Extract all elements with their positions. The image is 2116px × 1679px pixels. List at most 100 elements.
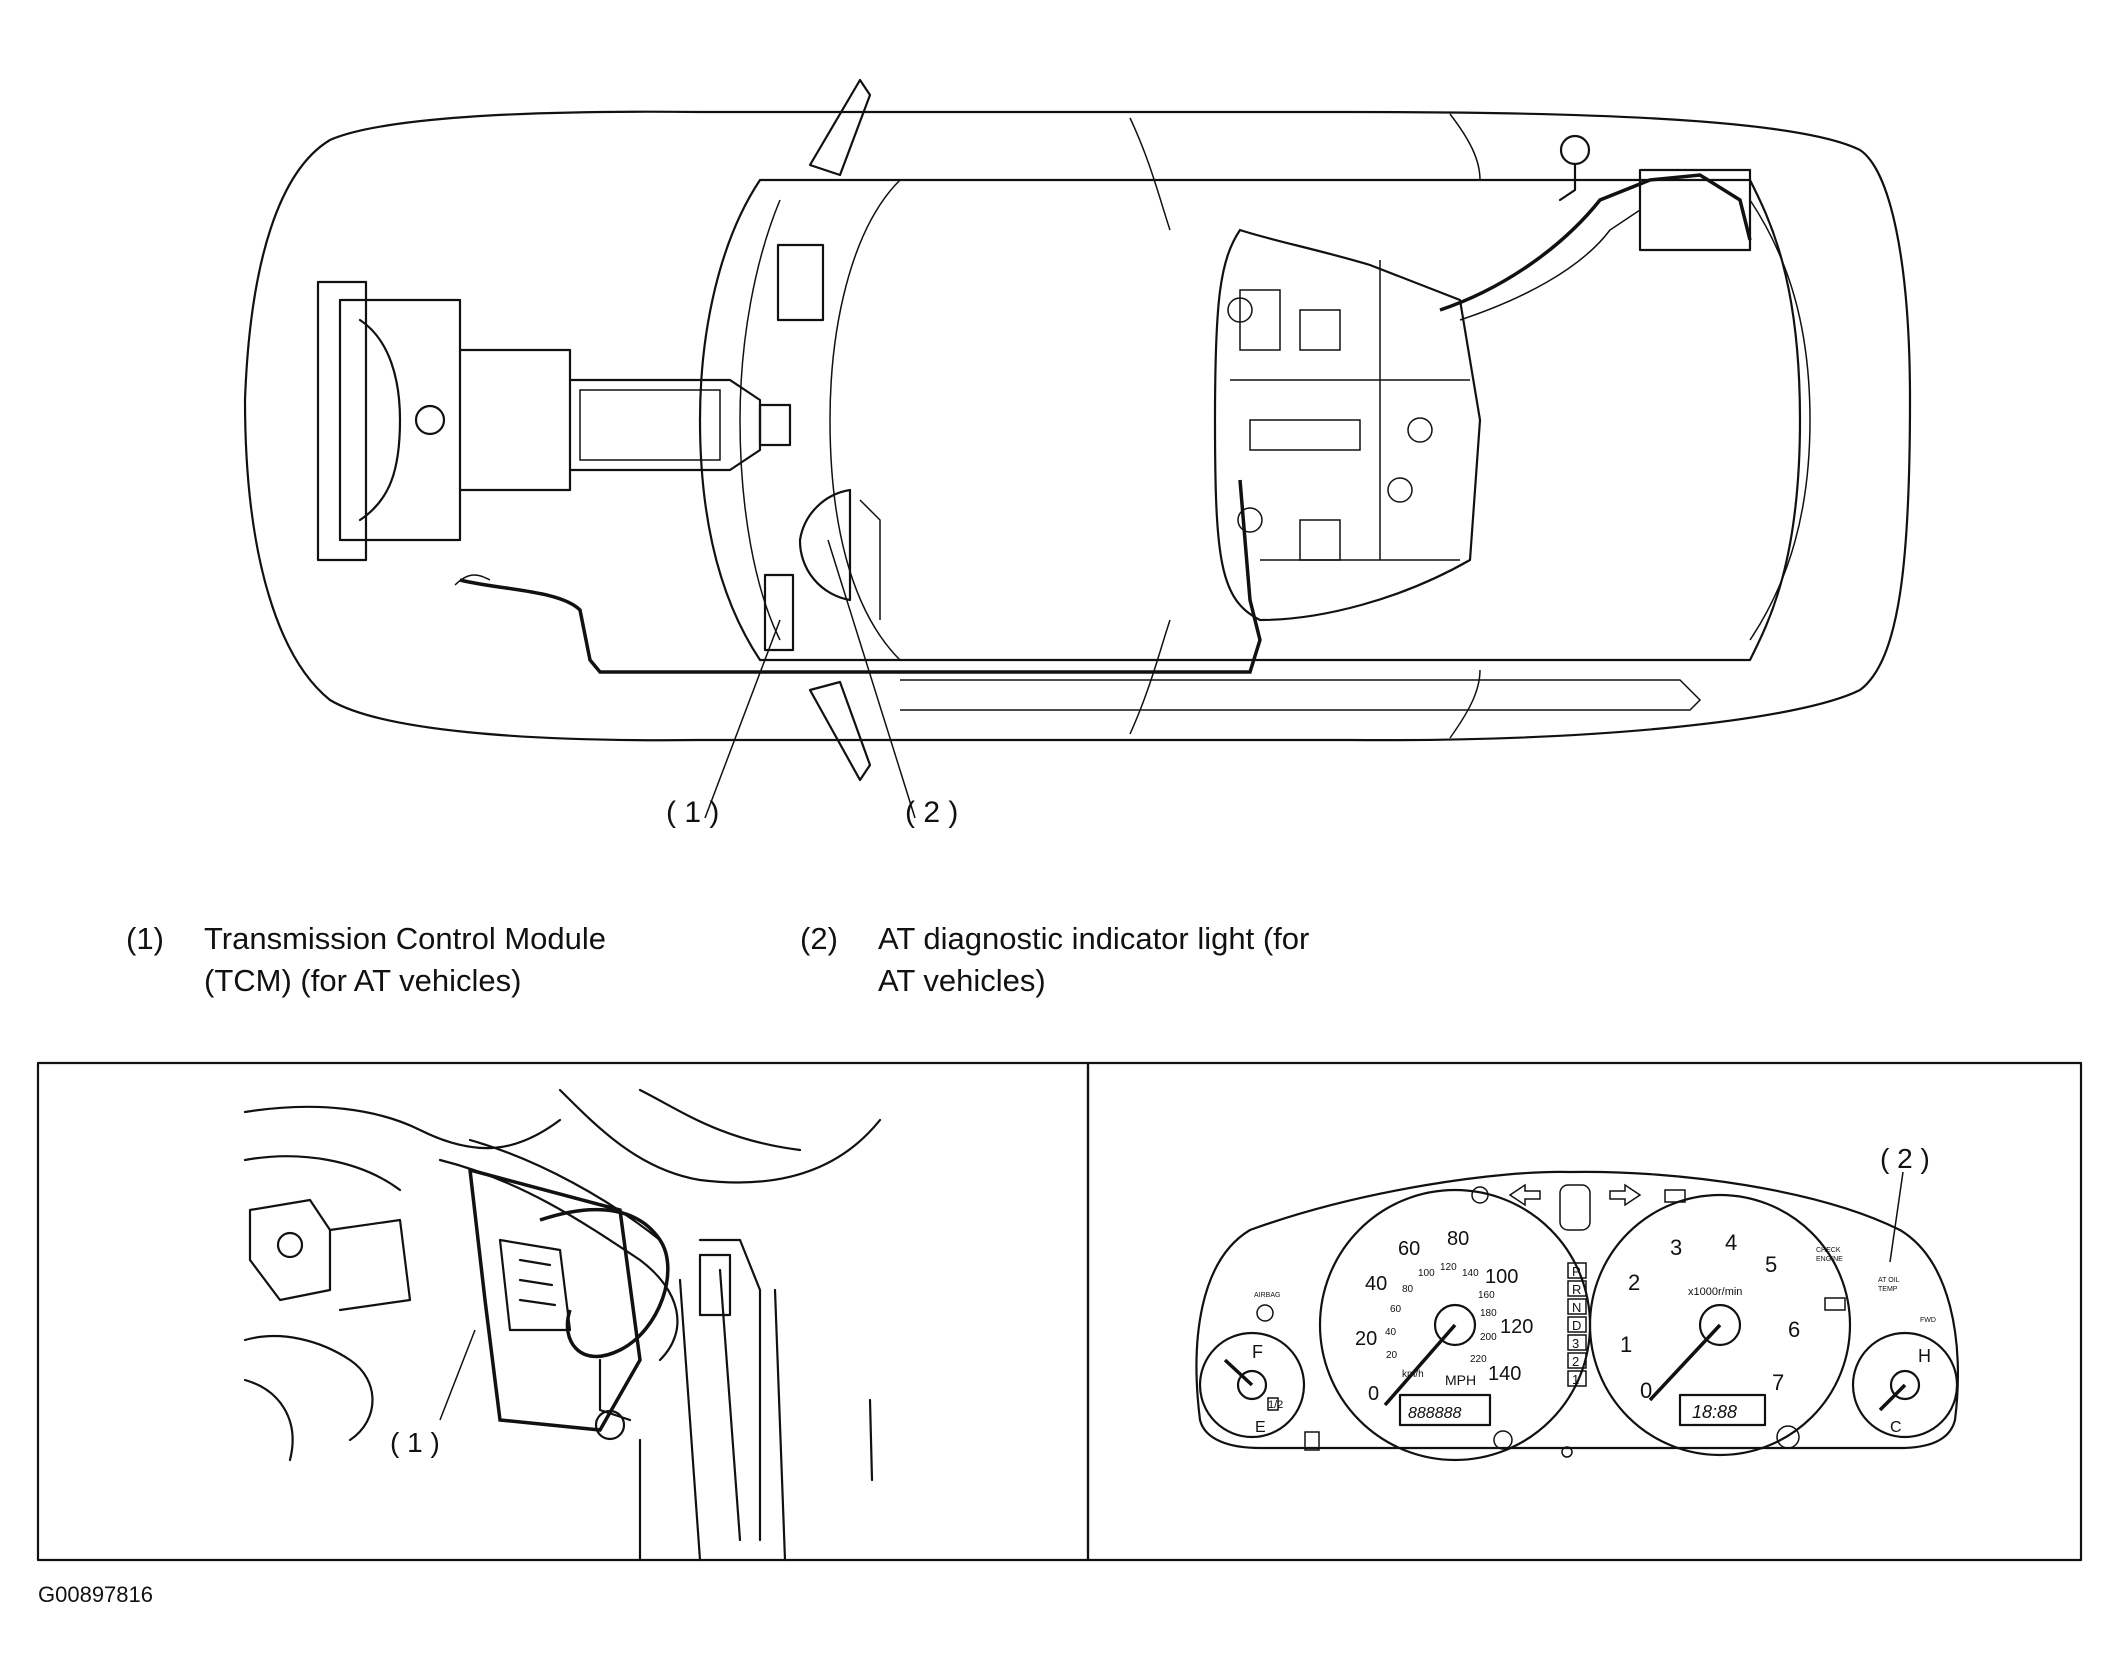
turn-right-arrow-icon	[1609, 1183, 1642, 1207]
left-mirror	[808, 78, 872, 177]
speed-mph-140: 140	[1488, 1363, 1521, 1385]
odometer-window	[1398, 1393, 1492, 1427]
at-oil-temp-label-line2: TEMP	[1878, 1286, 1898, 1293]
fwd-label: FWD	[1920, 1317, 1936, 1324]
engine-assembly	[1213, 228, 1482, 622]
speed-kmh-100: 100	[1418, 1268, 1435, 1279]
check-engine-label-line2: ENGINE	[1816, 1256, 1843, 1263]
at-oil-temp-label-line1: AT OIL	[1878, 1277, 1900, 1284]
speedometer-needle	[1383, 1323, 1457, 1407]
speed-kmh-80: 80	[1402, 1284, 1414, 1295]
speed-mph-20: 20	[1355, 1328, 1377, 1350]
speed-mph-100: 100	[1485, 1266, 1518, 1288]
rpm-6: 6	[1788, 1317, 1800, 1342]
speed-mph-60: 60	[1398, 1238, 1420, 1260]
rpm-2: 2	[1628, 1270, 1640, 1295]
tachometer-dial	[1588, 1193, 1852, 1457]
callout-2-detail-label: ( 2 )	[1880, 1143, 1930, 1174]
temp-gauge-dial	[1851, 1331, 1959, 1439]
speed-mph-40: 40	[1365, 1273, 1387, 1295]
legend-text-line: (TCM) (for AT vehicles)	[204, 963, 522, 998]
turn-left-arrow-icon	[1508, 1183, 1541, 1207]
speed-kmh-220: 220	[1470, 1354, 1487, 1365]
speed-mph-120: 120	[1500, 1316, 1533, 1338]
rpm-5: 5	[1765, 1252, 1777, 1277]
speed-kmh-140: 140	[1462, 1268, 1479, 1279]
cabin-outline	[698, 178, 1802, 662]
legend-number: (1)	[126, 921, 164, 956]
fuel-full-label: F	[1252, 1342, 1263, 1362]
speed-kmh-120: 120	[1440, 1262, 1457, 1273]
callout-1-leader	[704, 619, 781, 819]
callout-1-label: ( 1 )	[666, 796, 719, 829]
right-mirror	[808, 680, 872, 782]
transmission-assembly	[316, 280, 792, 562]
fuel-gauge-dial	[1198, 1331, 1306, 1439]
legend-text: Transmission Control Module (TCM) (for A…	[204, 918, 606, 1002]
legend-text-line: AT diagnostic indicator light (for	[878, 921, 1310, 956]
speed-kmh-20: 20	[1386, 1350, 1398, 1361]
clock-window	[1678, 1393, 1767, 1427]
kmh-unit-label: km/h	[1402, 1369, 1424, 1380]
clock-reading: 18:88	[1692, 1402, 1737, 1422]
legend-text-line: AT vehicles)	[878, 963, 1046, 998]
instrument-cluster	[1195, 1170, 1960, 1462]
rpm-4: 4	[1725, 1230, 1737, 1255]
speed-kmh-60: 60	[1390, 1304, 1402, 1315]
brake-warning-icon	[1471, 1186, 1489, 1204]
fuel-pump-icon	[1304, 1431, 1320, 1451]
tachometer-needle	[1648, 1323, 1722, 1402]
odometer-reading: 888888	[1408, 1405, 1461, 1422]
indicator-light-location	[798, 488, 852, 602]
speed-kmh-180: 180	[1480, 1308, 1497, 1319]
shift-1: 1	[1572, 1372, 1579, 1387]
fuel-half-label: 1/2	[1268, 1399, 1283, 1411]
car-door-icon	[1559, 1184, 1591, 1231]
shift-2: 2	[1572, 1354, 1579, 1369]
shift-3: 3	[1572, 1336, 1579, 1351]
vehicle-overview-drawing: ( 1 ) ( 2 )	[243, 78, 1912, 829]
legend-number: (2)	[800, 921, 838, 956]
airbag-warning-icon	[1256, 1304, 1274, 1322]
legend-text-line: Transmission Control Module	[204, 921, 607, 956]
airbag-label: AIRBAG	[1254, 1292, 1280, 1299]
shift-p: P	[1572, 1264, 1581, 1279]
battery-icon	[1824, 1297, 1846, 1311]
rpm-1: 1	[1620, 1332, 1632, 1357]
rpm-7: 7	[1772, 1370, 1784, 1395]
wiring-harness	[459, 479, 1262, 674]
speed-mph-0: 0	[1368, 1383, 1379, 1405]
legend-text: AT diagnostic indicator light (for AT ve…	[878, 918, 1309, 1002]
callout-2-label: ( 2 )	[905, 796, 958, 829]
figure-id: G00897816	[38, 1582, 153, 1607]
cluster-detail-frame	[1086, 1061, 2083, 1562]
tcm-module	[467, 1167, 642, 1432]
tcm-detail-frame	[36, 1061, 1090, 1562]
temp-cold-label: C	[1890, 1419, 1902, 1436]
rpm-3: 3	[1670, 1235, 1682, 1260]
check-engine-label-line1: CHECK	[1816, 1247, 1841, 1254]
cluster-housing	[1195, 1170, 1960, 1450]
speed-kmh-40: 40	[1385, 1327, 1397, 1338]
shift-n: N	[1572, 1300, 1581, 1315]
shift-r: R	[1572, 1282, 1581, 1297]
callout-2-leader	[827, 539, 916, 819]
headlight-icon	[1664, 1189, 1686, 1203]
trip-reset-knob	[1776, 1425, 1800, 1449]
shift-d: D	[1572, 1318, 1581, 1333]
odo-reset-knob	[1493, 1430, 1513, 1450]
speed-kmh-200: 200	[1480, 1332, 1497, 1343]
rpm-unit-label: x1000r/min	[1688, 1286, 1742, 1298]
temp-hot-label: H	[1918, 1346, 1931, 1366]
shift-indicator	[1567, 1262, 1587, 1387]
tcm-detail-drawing	[243, 1088, 882, 1562]
legend-item-1: (1) Transmission Control Module (TCM) (f…	[126, 918, 746, 1008]
callout-1-detail-label: ( 1 )	[390, 1427, 440, 1458]
rpm-0: 0	[1640, 1378, 1652, 1403]
tcm-module-outline	[763, 573, 795, 652]
car-body-outline	[243, 110, 1912, 742]
speed-mph-80: 80	[1447, 1228, 1469, 1250]
mph-unit-label: MPH	[1445, 1372, 1476, 1388]
fuel-empty-label: E	[1255, 1419, 1266, 1436]
speed-kmh-160: 160	[1478, 1290, 1495, 1301]
